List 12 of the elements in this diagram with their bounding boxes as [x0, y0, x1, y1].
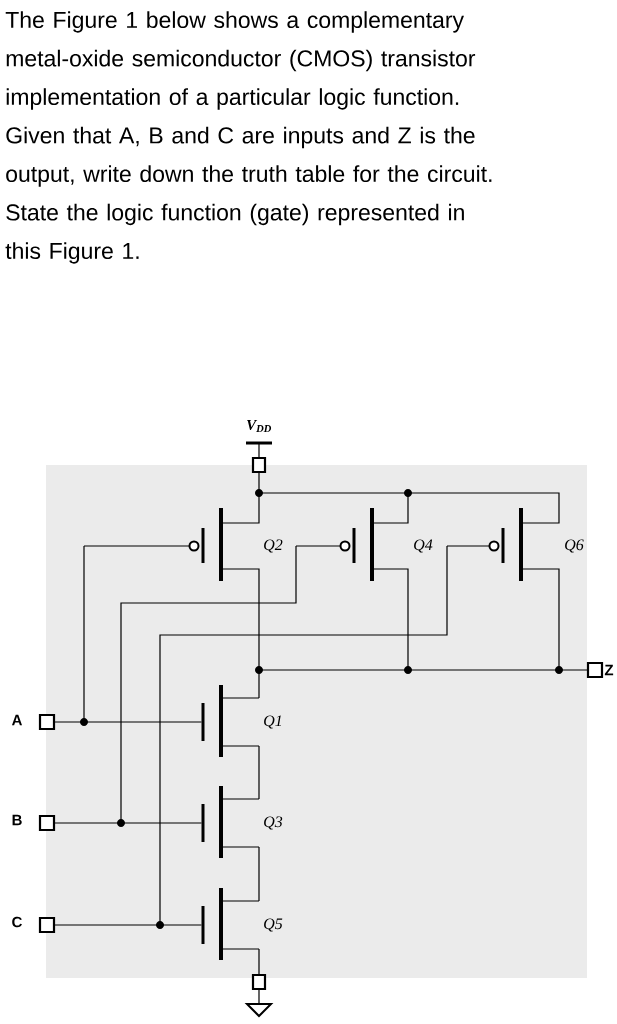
transistor-label: Q5 — [264, 918, 283, 932]
question-text: The Figure 1 below shows a complementary metal-oxide semiconductor (CMOS) transistor implementation of a particular logic function. Given that A, B and C are inputs and Z is the output, write down the truth table for the circuit. State the logic function (gate) represented in this Figure 1. — [5, 11, 492, 264]
terminal-label: A — [11, 714, 22, 726]
terminal-label: Z — [604, 664, 614, 676]
supply-label: V$_{DD}$ — [247, 420, 272, 432]
transistor-label: Q4 — [414, 539, 433, 553]
transistor-label: Q6 — [565, 539, 584, 553]
terminal-label: C — [12, 916, 22, 928]
transistor-label: Q1 — [264, 715, 281, 729]
transistor-label: Q3 — [264, 816, 283, 830]
transistor-label: Q2 — [264, 539, 283, 553]
terminal-label: B — [12, 814, 22, 826]
